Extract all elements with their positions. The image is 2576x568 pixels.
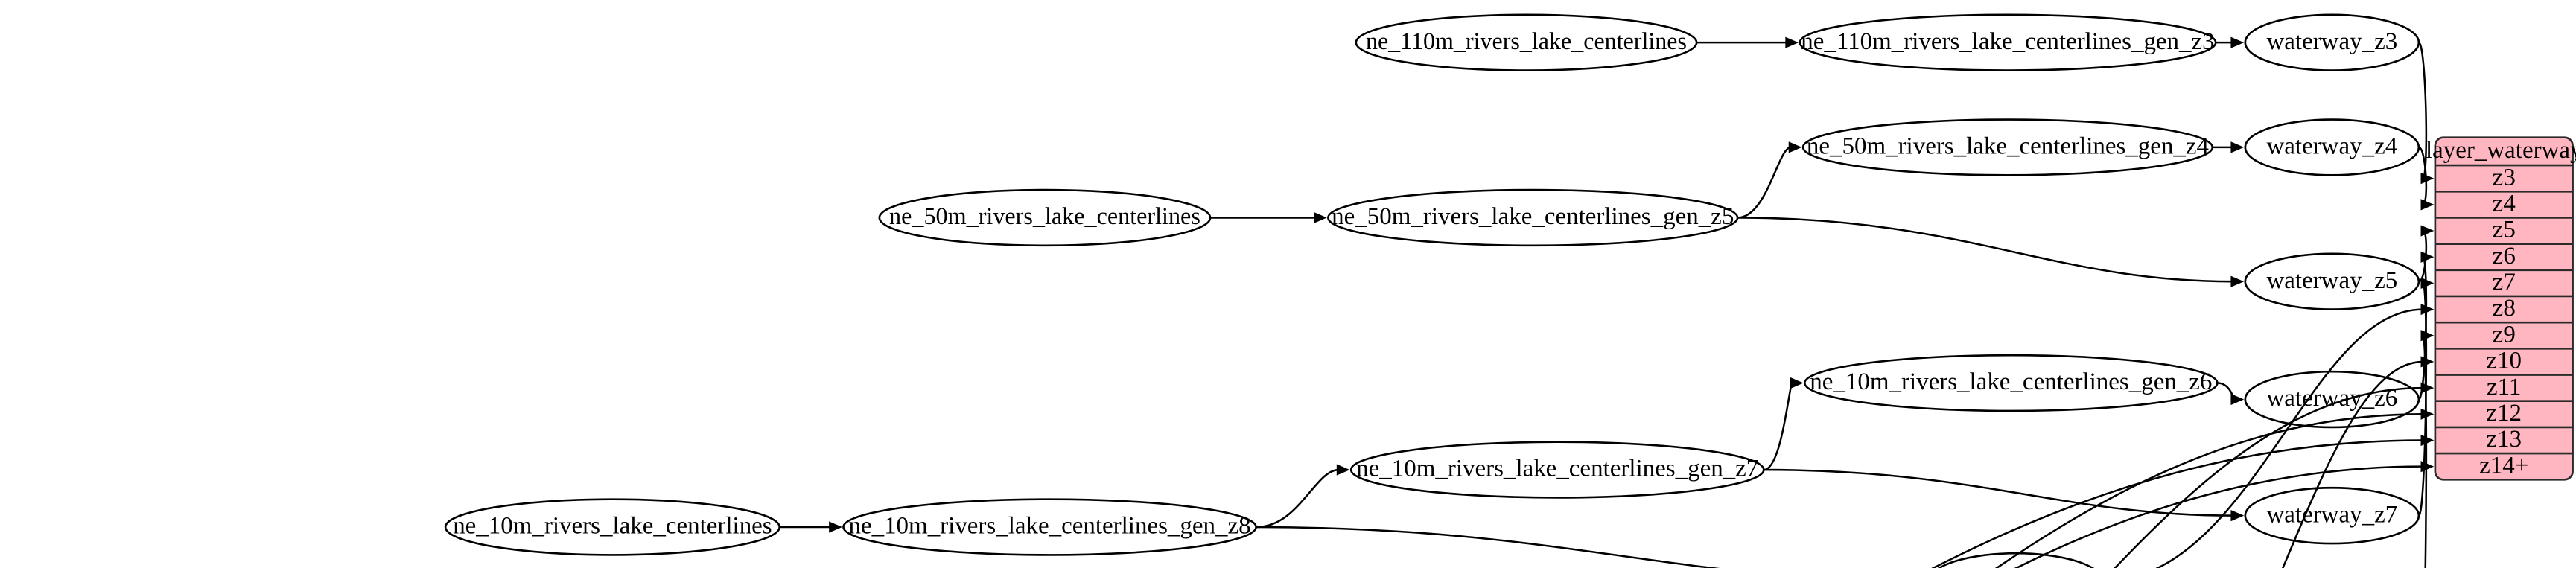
node-label-ne_110m_rivers_lake_centerlines: ne_110m_rivers_lake_centerlines xyxy=(1366,28,1687,55)
node-ne_10m_rivers_lake_centerlines_gen_z7[interactable]: ne_10m_rivers_lake_centerlines_gen_z7 xyxy=(1349,441,1765,499)
node-ne_110m_rivers_lake_centerlines[interactable]: ne_110m_rivers_lake_centerlines xyxy=(1355,13,1698,71)
node-label-waterway_z6: waterway_z6 xyxy=(2266,385,2397,412)
node-waterway_z5[interactable]: waterway_z5 xyxy=(2244,252,2420,310)
record-row-z4[interactable]: z4 xyxy=(2493,191,2516,217)
edge-arrowhead xyxy=(2420,330,2435,342)
node-ne_110m_rivers_lake_centerlines_gen_z3[interactable]: ne_110m_rivers_lake_centerlines_gen_z3 xyxy=(1799,13,2217,71)
edge-ne_10m_rivers_lake_centerlines_gen_z8-to-ne_10m_rivers_lake_centerlines_gen_z7 xyxy=(1256,468,1339,529)
node-label-ne_10m_rivers_lake_centerlines_gen_z8: ne_10m_rivers_lake_centerlines_gen_z8 xyxy=(848,513,1250,540)
node-shape-ne_110m_rivers_lake_centerlines_gen_z3 xyxy=(1799,13,2217,71)
node-label-ne_10m_rivers_lake_centerlines_gen_z6: ne_10m_rivers_lake_centerlines_gen_z6 xyxy=(1810,368,2212,395)
node-shape-ne_10m_rivers_lake_centerlines_gen_z7 xyxy=(1349,441,1765,499)
edge-arrowhead xyxy=(2230,36,2245,48)
edge-arrowhead xyxy=(2230,393,2245,406)
edge-arrowhead xyxy=(2420,303,2435,316)
edge-waterway_z8-to-layer_waterway-z8 xyxy=(2154,308,2423,568)
node-label-ne_110m_rivers_lake_centerlines_gen_z3: ne_110m_rivers_lake_centerlines_gen_z3 xyxy=(1801,28,2214,55)
edge-arrowhead xyxy=(1314,211,1327,224)
node-label-waterway_z3: waterway_z3 xyxy=(2266,28,2397,55)
edge-ne_50m_rivers_lake_centerlines_gen_z5-to-waterway_z5 xyxy=(1737,217,2233,283)
edge-arrowhead xyxy=(2230,275,2245,287)
edge-arrowhead xyxy=(1336,464,1350,476)
edge-waterway_z9-to-layer_waterway-z9 xyxy=(2422,334,2428,568)
record-row-z9[interactable]: z9 xyxy=(2493,321,2516,348)
node-label-ne_10m_rivers_lake_centerlines_gen_z7: ne_10m_rivers_lake_centerlines_gen_z7 xyxy=(1356,456,1758,482)
node-label-ne_50m_rivers_lake_centerlines_gen_z4: ne_50m_rivers_lake_centerlines_gen_z4 xyxy=(1807,133,2209,160)
edge-ne_10m_rivers_lake_centerlines_gen_z8-to-waterway_z8 xyxy=(1256,526,1720,568)
edge-arrowhead xyxy=(2230,510,2245,522)
edge-arrowhead xyxy=(2420,461,2435,473)
edge-arrowhead xyxy=(2420,408,2435,420)
node-shape-waterway_z4 xyxy=(2244,118,2420,176)
edge-waterway_z14-to-layer_waterway-z14 xyxy=(2014,465,2423,568)
edge-waterway_z12-to-layer_waterway-z12 xyxy=(1995,413,2423,568)
node-ne_10m_rivers_lake_centerlines_gen_z6[interactable]: ne_10m_rivers_lake_centerlines_gen_z6 xyxy=(1803,354,2219,412)
node-shape-ne_10m_rivers_lake_centerlines xyxy=(444,498,781,556)
edge-arrowhead xyxy=(2420,356,2435,368)
node-shape-ne_50m_rivers_lake_centerlines xyxy=(878,188,1212,247)
edge-arrowhead xyxy=(1790,377,1804,389)
edge-arrowhead xyxy=(2420,225,2435,237)
node-ne_10m_rivers_lake_centerlines[interactable]: ne_10m_rivers_lake_centerlines xyxy=(444,498,781,556)
node-shape-waterway_z5 xyxy=(2244,252,2420,310)
node-label-ne_50m_rivers_lake_centerlines_gen_z5: ne_50m_rivers_lake_centerlines_gen_z5 xyxy=(1332,203,1734,230)
node-shape-ne_110m_rivers_lake_centerlines xyxy=(1355,13,1698,71)
edge-ne_10m_rivers_lake_centerlines_gen_z7-to-waterway_z7 xyxy=(1764,468,2233,517)
node-waterway_z4[interactable]: waterway_z4 xyxy=(2244,118,2420,176)
node-label-ne_50m_rivers_lake_centerlines: ne_50m_rivers_lake_centerlines xyxy=(889,203,1200,230)
record-node-layer: layer_waterwayz3z4z5z6z7z8z9z10z11z12z13… xyxy=(2426,136,2576,481)
record-row-z7[interactable]: z7 xyxy=(2493,269,2516,296)
node-ne_10m_rivers_lake_centerlines_gen_z8[interactable]: ne_10m_rivers_lake_centerlines_gen_z8 xyxy=(842,498,1257,556)
node-ne_50m_rivers_lake_centerlines_gen_z5[interactable]: ne_50m_rivers_lake_centerlines_gen_z5 xyxy=(1327,188,1739,247)
node-shape-waterway_z8 xyxy=(1937,552,2095,568)
edge-arrowhead xyxy=(2420,434,2435,447)
edge-arrowhead xyxy=(1785,36,1799,48)
nodes-layer: imposm3osm_waterway_linestringosm_import… xyxy=(444,13,2420,568)
node-shape-ne_50m_rivers_lake_centerlines_gen_z4 xyxy=(1801,118,2214,176)
node-shape-ne_10m_rivers_lake_centerlines_gen_z6 xyxy=(1803,354,2219,412)
node-shape-ne_10m_rivers_lake_centerlines_gen_z8 xyxy=(842,498,1257,556)
node-waterway_z3[interactable]: waterway_z3 xyxy=(2244,13,2420,71)
record-row-z11[interactable]: z11 xyxy=(2487,374,2521,401)
record-title-layer-waterway: layer_waterway xyxy=(2426,137,2576,164)
node-label-waterway_z8: waterway_z8 xyxy=(1950,567,2082,568)
edge-arrowhead xyxy=(2420,277,2435,289)
node-label-waterway_z4: waterway_z4 xyxy=(2266,133,2397,160)
node-ne_50m_rivers_lake_centerlines[interactable]: ne_50m_rivers_lake_centerlines xyxy=(878,188,1212,247)
edge-ne_50m_rivers_lake_centerlines_gen_z5-to-ne_50m_rivers_lake_centerlines_gen_z4 xyxy=(1737,146,1792,219)
record-node-layer-waterway[interactable] xyxy=(2434,136,2574,481)
edge-arrowhead xyxy=(2420,199,2435,211)
node-ne_50m_rivers_lake_centerlines_gen_z4[interactable]: ne_50m_rivers_lake_centerlines_gen_z4 xyxy=(1801,118,2214,176)
record-row-z10[interactable]: z10 xyxy=(2486,348,2522,374)
node-shape-waterway_z3 xyxy=(2244,13,2420,71)
node-label-waterway_z7: waterway_z7 xyxy=(2266,501,2397,528)
edge-arrowhead xyxy=(2420,382,2435,394)
edge-arrowhead xyxy=(1788,141,1802,153)
record-row-z14[interactable]: z14+ xyxy=(2479,452,2528,479)
node-waterway_z8[interactable]: waterway_z8 xyxy=(1929,552,2102,568)
record-row-z8[interactable]: z8 xyxy=(2493,295,2516,322)
record-row-z13[interactable]: z13 xyxy=(2486,426,2522,453)
edge-arrowhead xyxy=(829,521,842,533)
node-shape-ne_50m_rivers_lake_centerlines_gen_z5 xyxy=(1327,188,1739,247)
edge-waterway_z11-to-layer_waterway-z11 xyxy=(2114,386,2423,568)
record-row-z12[interactable]: z12 xyxy=(2486,400,2522,427)
record-row-z6[interactable]: z6 xyxy=(2493,243,2516,269)
node-waterway_z6[interactable]: waterway_z6 xyxy=(2244,370,2420,429)
edge-waterway_z10-to-layer_waterway-z10 xyxy=(2281,360,2423,568)
node-label-ne_10m_rivers_lake_centerlines: ne_10m_rivers_lake_centerlines xyxy=(453,513,772,540)
node-label-waterway_z5: waterway_z5 xyxy=(2266,267,2397,294)
edge-arrowhead xyxy=(2420,251,2435,263)
edge-ne_10m_rivers_lake_centerlines_gen_z7-to-ne_10m_rivers_lake_centerlines_gen_z6 xyxy=(1763,382,1794,471)
record-row-z5[interactable]: z5 xyxy=(2493,217,2516,243)
node-shape-waterway_z6 xyxy=(2244,370,2420,429)
edges-layer xyxy=(779,36,2435,568)
edge-waterway_z13-to-layer_waterway-z13 xyxy=(1931,439,2423,568)
node-waterway_z7[interactable]: waterway_z7 xyxy=(2244,486,2420,545)
node-shape-waterway_z7 xyxy=(2244,486,2420,545)
edge-arrowhead xyxy=(2230,141,2245,153)
record-row-z3[interactable]: z3 xyxy=(2493,164,2516,191)
